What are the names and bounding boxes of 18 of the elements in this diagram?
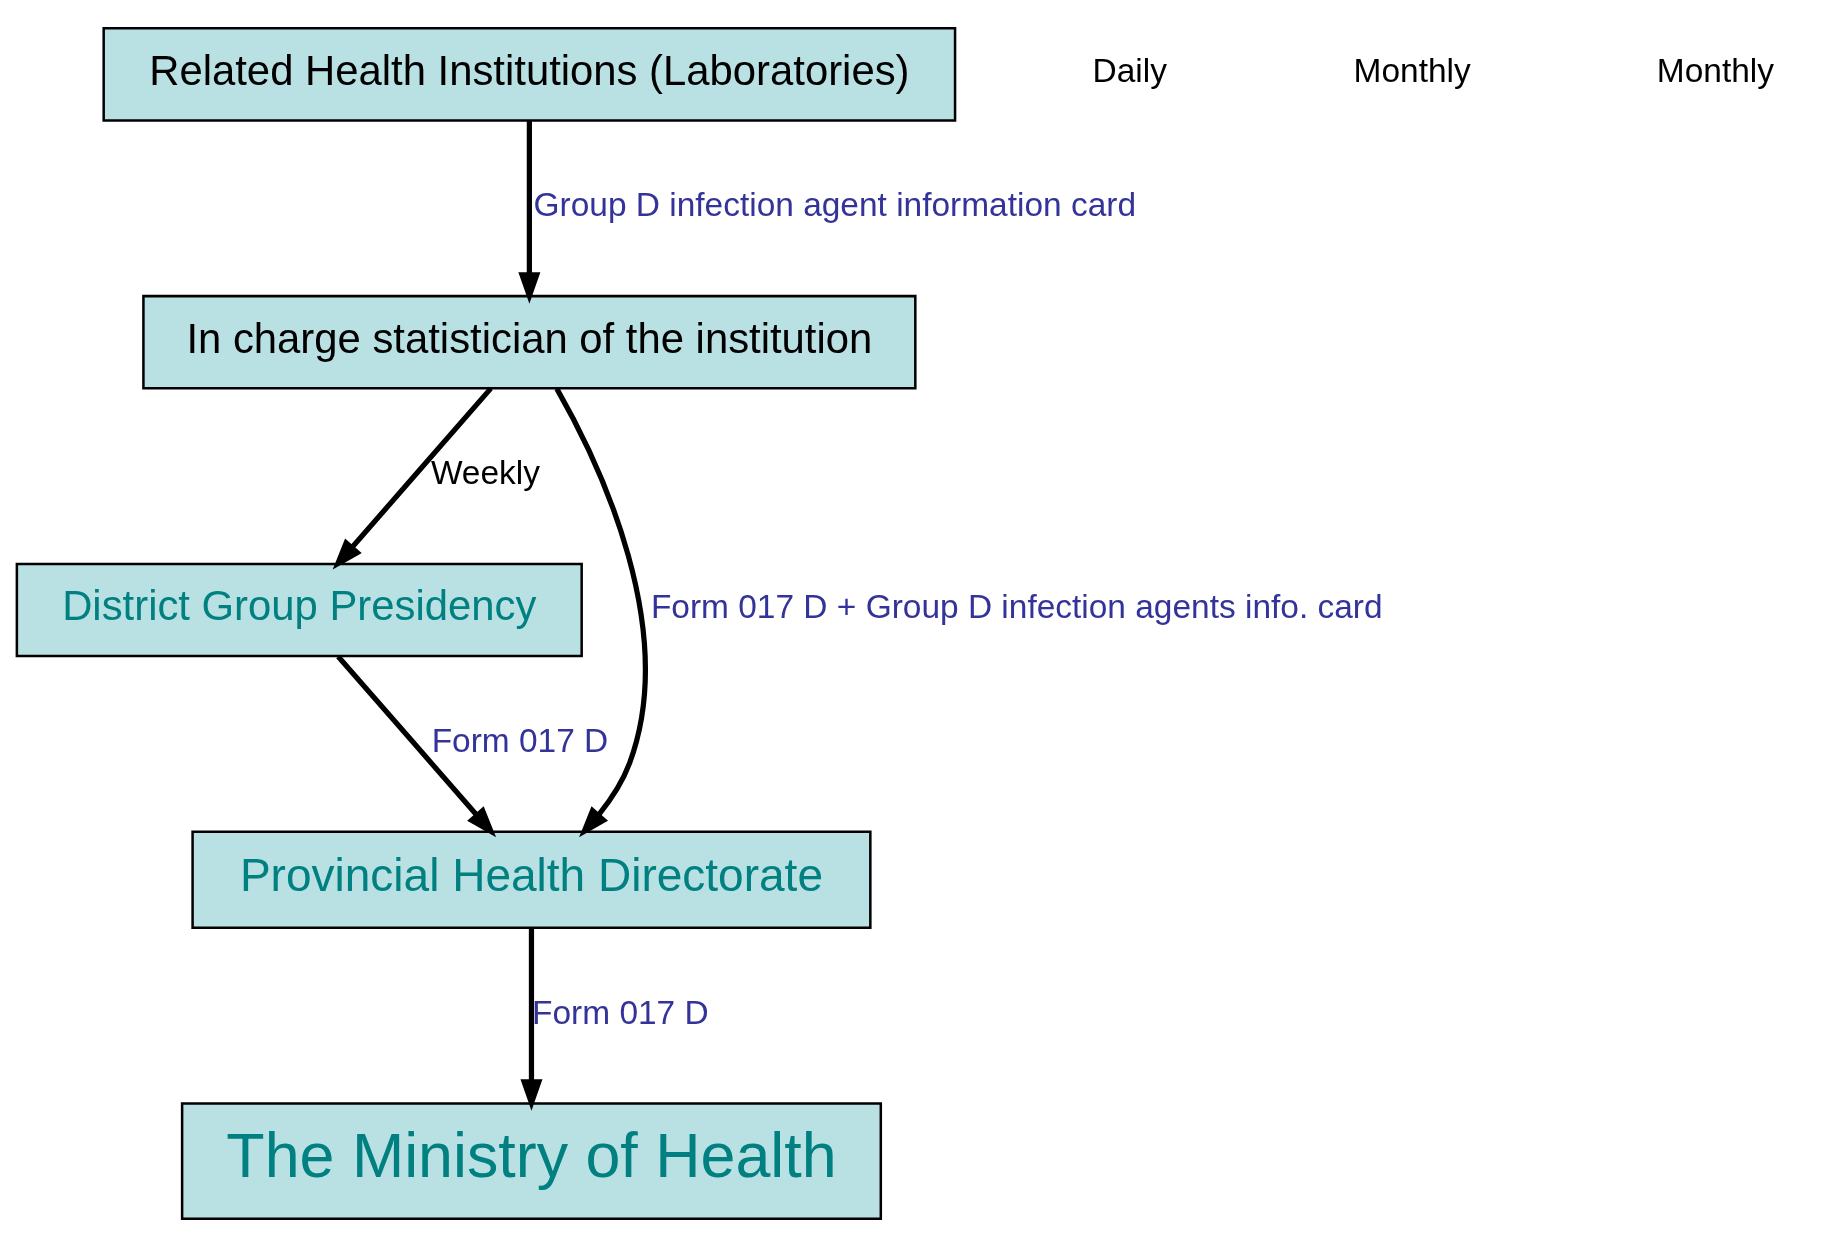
arrow (518, 120, 541, 304)
edge-label: Weekly (430, 453, 540, 491)
label: Monthly (1353, 52, 1471, 90)
node-box: Related Health Institutions (Laboratories) (102, 27, 957, 122)
label: Daily (1092, 52, 1167, 90)
node-box: In charge statistician of the institution (142, 294, 917, 390)
edge-label: Form 017 D (431, 721, 609, 759)
label: Monthly (1656, 52, 1775, 90)
edge-label: Group D infection agent information card (533, 186, 1137, 224)
arrow (520, 928, 543, 1111)
arrow (336, 654, 497, 838)
edge-label: Form 017 D + Group D infection agents info. card (650, 587, 1383, 625)
edge-label: Form 017 D (532, 993, 709, 1031)
node-box: The Ministry of Health (180, 1102, 883, 1220)
arrow (332, 386, 493, 570)
arrow (554, 387, 648, 838)
node-box: Provincial Health Directorate (191, 830, 872, 930)
node-box: District Group Presidency (15, 562, 583, 658)
